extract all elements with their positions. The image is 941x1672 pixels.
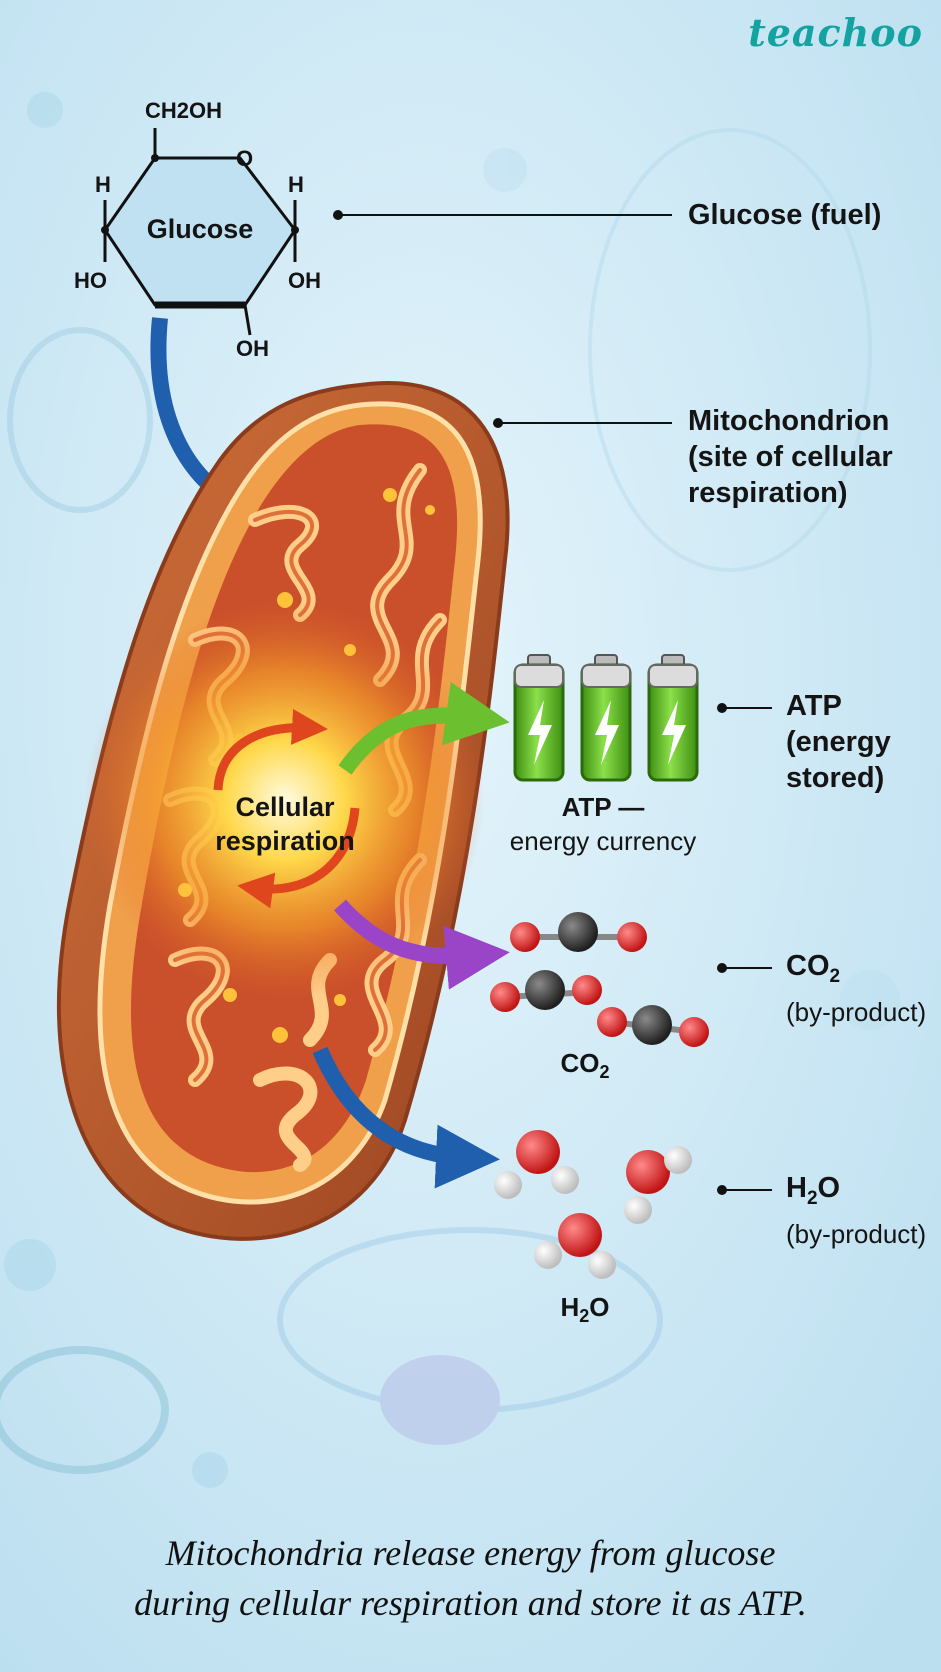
formula-subscript: 2: [806, 1187, 818, 1209]
h2o-inline-label: H2O: [535, 1292, 635, 1327]
callout-h2o-formula: H2O: [786, 1170, 926, 1217]
lightning-icon: [528, 700, 552, 765]
co2-molecule-icon: [490, 970, 602, 1012]
atp-currency-line: ATP —: [561, 792, 645, 822]
top-group-text: CH2OH: [145, 98, 223, 123]
glucose-right-oh: OH: [288, 268, 321, 293]
formula-text: H: [786, 1172, 807, 1204]
atp-arrow: [338, 681, 510, 775]
glucose-left-h: H: [95, 172, 111, 197]
h2o-molecule-icon: [494, 1130, 579, 1199]
caption: Mitochondria release energy from glucose…: [0, 1528, 941, 1628]
formula-text: O: [817, 1172, 841, 1204]
callout-mitochondrion: Mitochondrion (site of cellular respirat…: [688, 403, 893, 511]
battery-icon: [513, 654, 565, 782]
brand-logo: teachoo: [748, 10, 923, 55]
atp-currency-line: energy currency: [509, 826, 697, 856]
callout-co2-formula: CO2: [786, 948, 926, 995]
glucose-ring-oxygen: O: [236, 146, 254, 171]
glucose-ring-icon: [101, 128, 299, 336]
glucose-ring-label: Glucose: [146, 214, 254, 244]
glucose-top-group: CH2OH: [145, 98, 222, 124]
co2-arrow: [334, 899, 510, 990]
glucose-left-ho: HO: [74, 268, 107, 293]
glucose-bottom-oh: OH: [236, 336, 269, 361]
callout-h2o: H2O (by-product): [786, 1170, 926, 1251]
caption-line: during cellular respiration and store it…: [134, 1583, 807, 1623]
callout-mitochondrion-line: Mitochondrion: [688, 405, 890, 437]
background-cells: [0, 92, 900, 1488]
h2o-molecule-icon: [534, 1213, 616, 1279]
co2-molecule-icon: [510, 912, 647, 952]
formula-text: O: [589, 1292, 610, 1322]
formula-subscript: 2: [579, 1306, 590, 1327]
callout-mitochondrion-line: (site of cellular: [688, 441, 893, 473]
formula-subscript: 2: [829, 965, 841, 987]
caption-line: Mitochondria release energy from glucose: [165, 1533, 776, 1573]
callout-atp-line: ATP: [786, 690, 842, 722]
lightning-icon: [595, 700, 619, 765]
callout-atp: ATP (energy stored): [786, 688, 891, 796]
glucose-right-h: H: [288, 172, 304, 197]
formula-text: CO: [786, 950, 830, 982]
mitochondrion-icon: [56, 381, 510, 1241]
atp-currency-label: ATP — energy currency: [478, 790, 728, 858]
cellular-respiration-line: respiration: [215, 826, 355, 856]
callout-mitochondrion-line: respiration): [688, 477, 848, 509]
co2-molecule-icon: [597, 1005, 709, 1047]
cycle-arrows-icon: [213, 708, 360, 909]
lightning-icon: [662, 700, 686, 765]
cellular-respiration-line: Cellular: [235, 792, 335, 822]
h2o-arrow: [312, 1046, 500, 1189]
leader-lines: [338, 214, 772, 1191]
formula-subscript: 2: [599, 1062, 610, 1083]
formula-text: H: [560, 1292, 580, 1322]
callout-co2-note: (by-product): [786, 996, 927, 1027]
callout-co2: CO2 (by-product): [786, 948, 926, 1029]
callout-glucose: Glucose (fuel): [688, 199, 882, 231]
formula-text: CO: [560, 1048, 600, 1078]
h2o-molecule-icon: [624, 1146, 692, 1224]
callout-atp-line: stored): [786, 762, 885, 794]
battery-icon: [580, 654, 632, 782]
battery-icon: [647, 654, 699, 782]
cellular-respiration-label: Cellular respiration: [205, 790, 365, 858]
callout-h2o-note: (by-product): [786, 1218, 927, 1249]
co2-inline-label: CO2: [535, 1048, 635, 1083]
battery-group: [513, 654, 699, 782]
callout-atp-line: (energy: [786, 726, 891, 758]
